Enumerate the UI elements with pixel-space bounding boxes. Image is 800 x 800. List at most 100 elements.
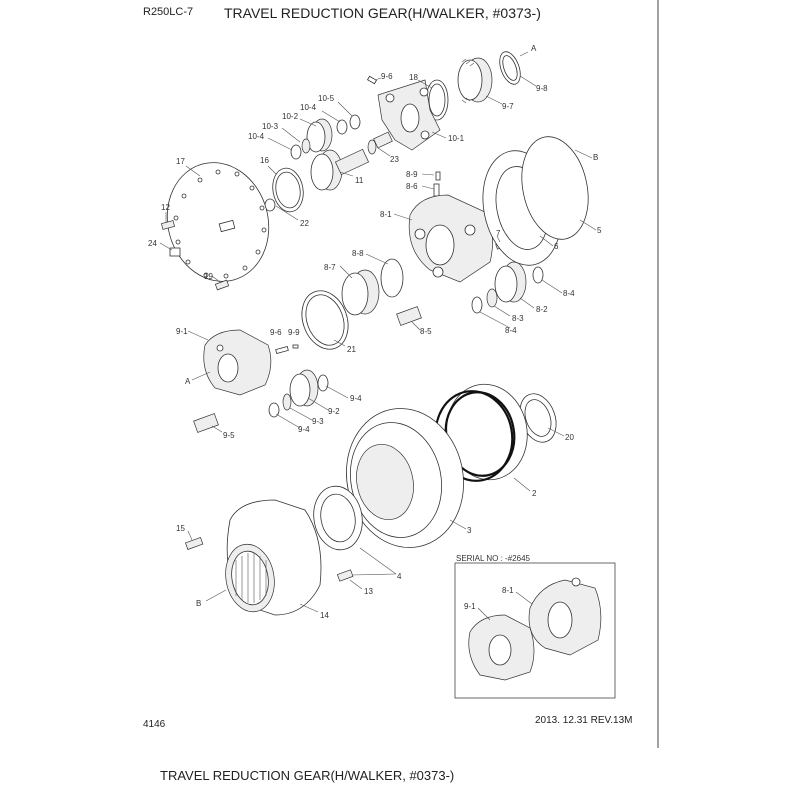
inset-carrier-8-1-hole <box>571 577 581 587</box>
nameplate-24 <box>169 247 181 257</box>
callout-8-3: 8-3 <box>512 314 524 323</box>
washer-8-4-left <box>471 296 483 314</box>
callout-19: 19 <box>204 272 213 281</box>
o-ring-5 <box>521 136 589 240</box>
callout-9-2: 9-2 <box>328 407 340 416</box>
callout-24: 24 <box>148 239 157 248</box>
cover-17 <box>166 162 270 282</box>
seal-ring-20-inner <box>524 399 552 437</box>
pin-9-6-lower <box>275 346 289 354</box>
spacer-23 <box>373 131 393 149</box>
callout-14: 14 <box>320 611 329 620</box>
washer-9-4-left <box>268 402 280 418</box>
bearing-23 <box>367 139 377 155</box>
washer-10-5 <box>349 114 361 130</box>
leader-lines <box>159 51 597 613</box>
carrier-8-1-bore <box>425 224 455 266</box>
inset-leader-9-1 <box>477 607 491 621</box>
pin-9-6 <box>366 75 378 85</box>
callout-9-5: 9-5 <box>223 431 235 440</box>
callout-8-5: 8-5 <box>420 327 432 336</box>
callout-4: 4 <box>397 572 402 581</box>
pin-8-5 <box>396 306 422 326</box>
planet-gear-10-2-face <box>306 121 326 153</box>
callout-9-3: 9-3 <box>312 417 324 426</box>
o-ring-21-inner <box>305 294 345 346</box>
callout-a-lower: A <box>185 377 191 386</box>
callout-9-6-top: 9-6 <box>381 72 393 81</box>
sun-gear-8-7-face <box>341 272 369 316</box>
inset-carrier-8-1-bore <box>547 601 573 639</box>
footer-caption: TRAVEL REDUCTION GEAR(H/WALKER, #0373-) <box>160 768 454 783</box>
callout-17: 17 <box>176 157 185 166</box>
carrier-10-1-hole-a <box>385 93 395 103</box>
callout-8-7: 8-7 <box>324 263 336 272</box>
sun-gear-9-7-face <box>457 59 483 101</box>
callout-5: 5 <box>597 226 602 235</box>
carrier-8-1-hole-c <box>464 224 476 236</box>
bearing-4-inner <box>320 493 356 543</box>
callout-2: 2 <box>532 489 537 498</box>
inset-carrier-9-1-bore <box>488 634 512 666</box>
callout-6: 6 <box>554 242 559 251</box>
inset-callout-9-1: 9-1 <box>464 602 476 611</box>
hub-14-spline <box>231 550 269 606</box>
callout-8-4-right: 8-4 <box>563 289 575 298</box>
carrier-9-1-bore <box>217 353 239 383</box>
callout-11: 11 <box>355 176 364 185</box>
washer-10-4-lower <box>290 144 302 160</box>
carrier-10-1-hole-c <box>420 130 430 140</box>
callout-8-4-left: 8-4 <box>505 326 517 335</box>
inset-callout-8-1: 8-1 <box>502 586 514 595</box>
pin-13 <box>336 569 354 582</box>
sun-gear-9-7-teeth <box>461 58 475 104</box>
serial-inset: SERIAL NO : -#2645 8-1 9-1 <box>454 554 616 699</box>
shaft-11 <box>334 148 370 176</box>
callout-9-8: 9-8 <box>536 84 548 93</box>
inset-leader-8-1 <box>515 591 533 605</box>
thrust-ring-18-inner <box>428 83 446 117</box>
plug-12 <box>160 220 176 230</box>
needle-bearing-8-3 <box>486 288 498 308</box>
washer-9-4-right <box>317 374 329 392</box>
pin-8-9 <box>435 171 441 181</box>
pin-9-5 <box>193 413 219 433</box>
planet-gear-9-2-face <box>289 373 311 407</box>
callout-15: 15 <box>176 524 185 533</box>
callout-9-6-lower: 9-6 <box>270 328 282 337</box>
model-label: R250LC-7 <box>143 6 193 18</box>
callout-b-lower: B <box>196 599 201 608</box>
callout-8-1: 8-1 <box>380 210 392 219</box>
carrier-8-1-hole-a <box>414 228 426 240</box>
sun-gear-11-face <box>310 153 334 191</box>
date-revision: 2013. 12.31 REV.13M <box>535 715 632 726</box>
pin-9-9 <box>292 344 299 349</box>
bolt-15 <box>185 536 204 550</box>
callout-23: 23 <box>390 155 399 164</box>
diagram-title: TRAVEL REDUCTION GEAR(H/WALKER, #0373-) <box>224 5 541 21</box>
callout-9-1: 9-1 <box>176 327 188 336</box>
callout-22: 22 <box>300 219 309 228</box>
callout-10-2: 10-2 <box>282 112 299 121</box>
hub-14-spline-teeth <box>235 553 267 603</box>
pin-8-6 <box>433 183 440 197</box>
carrier-8-1-hole-b <box>432 266 444 278</box>
callout-9-9: 9-9 <box>288 328 300 337</box>
callout-b-top: B <box>593 153 598 162</box>
callout-9-4-left: 9-4 <box>298 425 310 434</box>
needle-bearing-10-3 <box>301 138 311 154</box>
snap-ring-8-8 <box>380 258 404 298</box>
cover-17-nameplate <box>218 219 236 233</box>
planet-gear-8-2-face <box>494 265 518 303</box>
callout-a-top: A <box>531 44 537 53</box>
callout-9-7: 9-7 <box>502 102 514 111</box>
cover-17-bolt-holes <box>173 169 267 279</box>
callout-20: 20 <box>565 433 574 442</box>
callout-9-4-right: 9-4 <box>350 394 362 403</box>
callout-16: 16 <box>260 156 269 165</box>
callout-8-2: 8-2 <box>536 305 548 314</box>
callout-8-9: 8-9 <box>406 170 418 179</box>
callout-12: 12 <box>161 203 170 212</box>
callout-10-5: 10-5 <box>318 94 335 103</box>
carrier-10-1-hole-b <box>419 87 429 97</box>
